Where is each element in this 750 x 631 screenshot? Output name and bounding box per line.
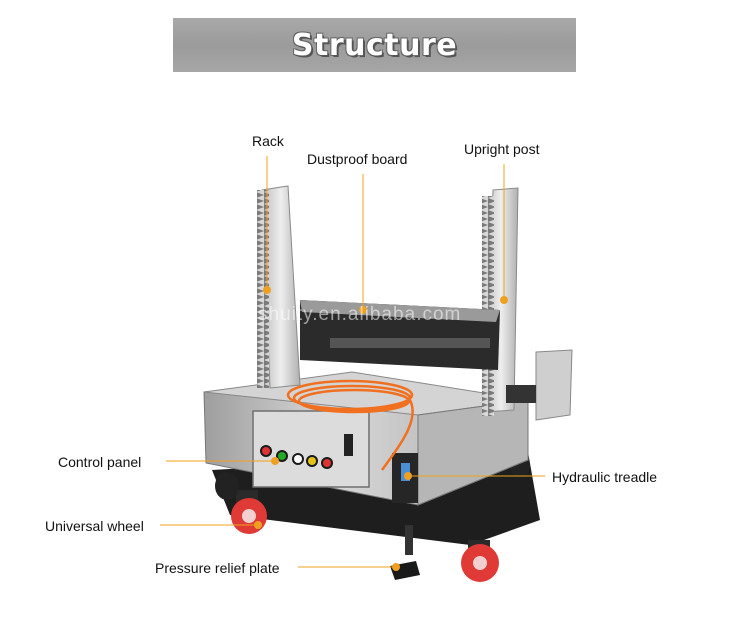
label-control-panel: Control panel — [58, 454, 142, 470]
label-universal-wheel: Universal wheel — [45, 518, 144, 534]
side-gearbox — [506, 349, 573, 421]
dot-dustproof-board — [359, 306, 367, 314]
label-upright-post: Upright post — [464, 141, 540, 157]
hose-coil — [286, 379, 414, 471]
title-banner: Structure — [173, 18, 576, 72]
label-rack: Rack — [252, 133, 284, 149]
dot-universal-wheel — [254, 521, 262, 529]
label-dustproof-board: Dustproof board — [307, 151, 408, 167]
dot-control-panel — [271, 457, 279, 465]
dustproof-board — [300, 300, 500, 370]
upright-post-left — [257, 185, 301, 389]
control-panel-box — [252, 410, 370, 488]
label-pressure-relief-plate: Pressure relief plate — [155, 560, 280, 576]
dot-upright-post — [500, 296, 508, 304]
universal-wheel-right — [461, 540, 499, 582]
label-hydraulic-treadle: Hydraulic treadle — [552, 469, 658, 485]
upright-post-right — [482, 187, 519, 416]
leader-lines — [160, 156, 545, 568]
dot-hydraulic-treadle — [404, 472, 412, 480]
watermark-text: shuity.en.alibaba.com — [258, 304, 462, 325]
dot-rack — [263, 286, 271, 294]
page-title: Structure — [291, 27, 458, 63]
dot-pressure-relief-plate — [392, 563, 400, 571]
leader-dots — [254, 286, 508, 571]
